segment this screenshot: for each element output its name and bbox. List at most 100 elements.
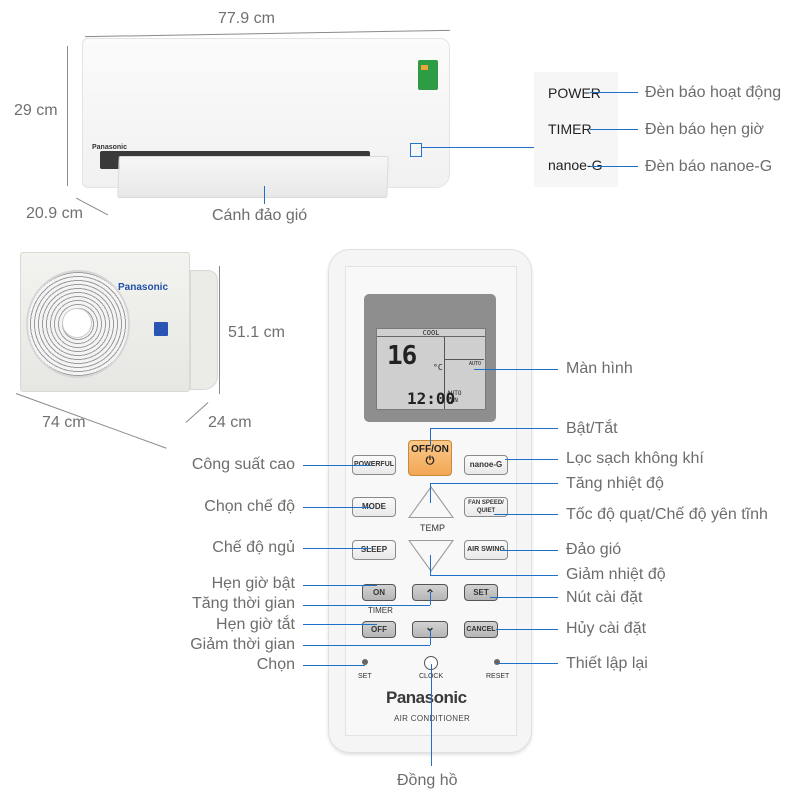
cancel-button[interactable]: CANCEL: [464, 621, 498, 638]
air-swing-button[interactable]: AIR SWING: [464, 540, 508, 560]
offon-button[interactable]: OFF/ON ⏻: [408, 440, 452, 476]
temp-down-button[interactable]: [408, 540, 454, 572]
callout-time-up: Tăng thời gian: [192, 595, 295, 612]
callout-mode: Chọn chế độ: [204, 498, 295, 515]
power-icon: ⏻: [425, 455, 435, 467]
callout-line: [430, 630, 431, 645]
callout-timer-on: Hẹn giờ bật: [211, 575, 295, 592]
callout-line: [303, 624, 377, 625]
outdoor-brand: Panasonic: [118, 282, 169, 293]
power-indicator-label: Đèn báo hoạt động: [645, 84, 782, 101]
callout-sleep: Chế độ ngủ: [212, 539, 295, 556]
callout-line: [430, 483, 558, 484]
indicator-power: POWER: [548, 85, 601, 101]
callout-line: [303, 585, 377, 586]
outdoor-unit-image: Panasonic: [18, 248, 218, 408]
callout-line: [430, 428, 558, 429]
callout-fan-speed: Tốc độ quạt/Chế độ yên tĩnh: [566, 506, 768, 523]
indicator-callout-line: [422, 147, 534, 148]
callout-line: [430, 428, 431, 446]
callout-line: [430, 575, 558, 576]
lcd-fan: AUTO FAN: [447, 390, 462, 404]
indoor-unit-image: Panasonic: [82, 38, 452, 198]
callout-line: [430, 555, 431, 575]
callout-line: [431, 664, 432, 766]
indoor-brand: Panasonic: [92, 144, 128, 151]
outdoor-width-label: 74 cm: [42, 414, 86, 431]
flap-label: Cánh đảo gió: [212, 207, 308, 224]
lcd-unit: °C: [433, 363, 443, 372]
callout-air-swing: Đảo gió: [566, 541, 622, 558]
callout-line: [496, 629, 558, 630]
indicator-nanoe: nanoe-G: [548, 157, 603, 173]
callout-powerful: Công suất cao: [191, 456, 295, 473]
callout-line: [303, 548, 371, 549]
callout-air-purify: Lọc sạch không khí: [566, 450, 704, 467]
height-arrow: [67, 46, 68, 186]
callout-onoff: Bật/Tắt: [566, 420, 618, 437]
reset-label: RESET: [486, 673, 510, 680]
mode-button[interactable]: MODE: [352, 497, 396, 517]
outdoor-unit-side: [190, 270, 218, 390]
timer-label: TIMER: [368, 606, 393, 615]
callout-line: [303, 465, 371, 466]
callout-reset: Thiết lập lại: [566, 655, 648, 672]
callout-temp-down: Giảm nhiệt độ: [566, 566, 666, 583]
indoor-height-label: 29 cm: [14, 102, 58, 119]
callout-temp-up: Tăng nhiệt độ: [566, 475, 664, 492]
callout-line: [498, 663, 558, 664]
timer-off-button[interactable]: OFF: [362, 621, 396, 638]
callout-timer-off: Hẹn giờ tắt: [216, 616, 295, 633]
energy-label-icon: [418, 60, 438, 90]
outdoor-depth-label: 24 cm: [208, 414, 252, 431]
callout-time-down: Giảm thời gian: [190, 636, 295, 653]
set-small-label: SET: [358, 673, 372, 680]
outdoor-height-arrow: [219, 266, 220, 394]
lcd-temperature: 16: [387, 341, 417, 371]
louver-flap: [117, 156, 389, 198]
timer-on-button[interactable]: ON: [362, 584, 396, 601]
set-button[interactable]: SET: [464, 584, 498, 601]
callout-line: [505, 459, 558, 460]
outdoor-height-label: 51.1 cm: [228, 324, 285, 341]
lcd-divider: [444, 337, 445, 409]
callout-line: [303, 645, 430, 646]
fan-hub: [62, 308, 92, 338]
callout-line: [494, 514, 558, 515]
flap-callout-line: [264, 186, 265, 204]
remote-brand: Panasonic: [386, 688, 467, 707]
callout-clock: Đồng hồ: [397, 772, 458, 789]
sleep-button[interactable]: SLEEP: [352, 540, 396, 560]
set-pinhole[interactable]: [362, 659, 368, 665]
indicator-timer: TIMER: [548, 121, 592, 137]
indoor-depth-label: 20.9 cm: [26, 205, 83, 222]
callout-line: [474, 369, 558, 370]
callout-line: [303, 507, 371, 508]
temp-label: TEMP: [420, 523, 446, 533]
callout-cancel: Hủy cài đặt: [566, 620, 647, 637]
callout-line: [500, 550, 558, 551]
lcd-screen: COOL 16 °C AUTO 12:00 AUTO FAN: [376, 328, 486, 410]
lcd-mode: COOL: [377, 329, 485, 337]
callout-select: Chọn: [256, 656, 295, 673]
offon-label: OFF/ON: [411, 444, 449, 455]
nanoe-indicator-label: Đèn báo nanoe-G: [645, 158, 773, 175]
lcd-divider-h: [444, 359, 484, 360]
callout-set: Nút cài đặt: [566, 589, 643, 606]
nanoe-button[interactable]: nanoe-G: [464, 455, 508, 475]
timer-indicator-label: Đèn báo hẹn giờ: [645, 121, 765, 138]
fan-speed-button[interactable]: FAN SPEED/ QUIET: [464, 497, 508, 517]
inverter-badge-icon: [154, 322, 168, 336]
callout-line: [303, 665, 365, 666]
indicator-lights-icon: [410, 143, 422, 157]
temp-up-button[interactable]: [408, 486, 454, 518]
timer-callout-line: [590, 129, 638, 130]
callout-line: [430, 592, 431, 605]
callout-screen: Màn hình: [566, 360, 633, 377]
power-callout-line: [590, 92, 638, 93]
reset-pinhole[interactable]: [494, 659, 500, 665]
lcd-swing: AUTO: [469, 361, 482, 367]
nanoe-callout-line: [590, 166, 638, 167]
callout-line: [430, 483, 431, 503]
indoor-width-label: 77.9 cm: [218, 10, 275, 27]
